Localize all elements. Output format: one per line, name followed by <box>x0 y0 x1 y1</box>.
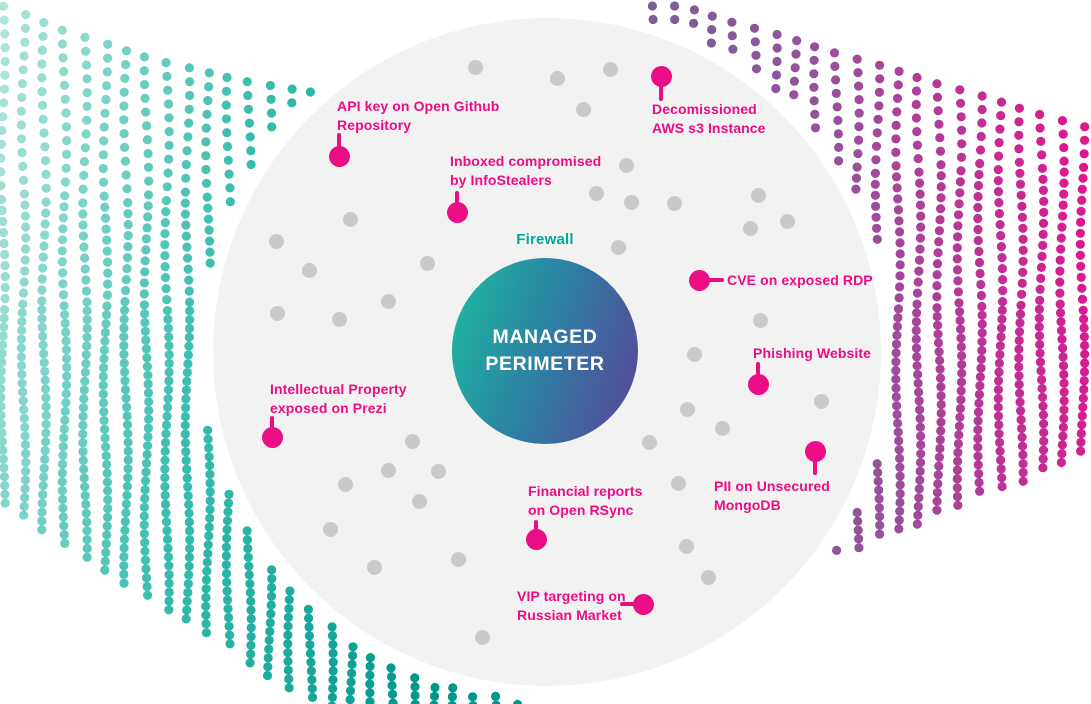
threat-label: Decomissioned AWS s3 Instance <box>652 101 766 136</box>
threat-label: Financial reports on Open RSync <box>528 483 643 518</box>
unmanaged-asset-dot <box>670 475 686 491</box>
unmanaged-asset-dot <box>366 559 382 575</box>
threat-pin-dot <box>446 201 468 223</box>
unmanaged-asset-dot <box>549 70 565 86</box>
threat-pin-dot <box>650 65 672 87</box>
threat-pin-dot <box>328 145 350 167</box>
firewall-label: Firewall <box>516 231 574 248</box>
unmanaged-asset-dot <box>779 213 795 229</box>
threat-pin-stem <box>707 278 724 282</box>
unmanaged-asset-dot <box>714 420 730 436</box>
threat-label: CVE on exposed RDP <box>727 272 873 288</box>
unmanaged-asset-dot <box>575 101 591 117</box>
unmanaged-asset-dot <box>679 401 695 417</box>
threat-label: Phishing Website <box>753 345 872 361</box>
threat-pin-dot <box>804 440 826 462</box>
unmanaged-asset-dot <box>269 305 285 321</box>
unmanaged-asset-dot <box>742 220 758 236</box>
threat-pin-stem <box>455 191 459 205</box>
unmanaged-asset-dot <box>474 629 490 645</box>
unmanaged-asset-dot <box>750 187 766 203</box>
threat-pin-dot <box>261 426 283 448</box>
unmanaged-asset-dot <box>610 239 626 255</box>
unmanaged-asset-dot <box>337 476 353 492</box>
managed-perimeter-circle: MANAGED PERIMETER <box>452 258 638 444</box>
unmanaged-asset-dot <box>623 194 639 210</box>
threat-pin-stem <box>756 362 760 376</box>
threat-pin-dot <box>525 528 547 550</box>
threat-label: PII on Unsecured MongoDB <box>714 478 830 513</box>
managed-perimeter-label: MANAGED PERIMETER <box>485 326 605 375</box>
unmanaged-asset-dot <box>419 255 435 271</box>
unmanaged-asset-dot <box>450 551 466 567</box>
threat-pin-stem <box>337 133 341 149</box>
unmanaged-asset-dot <box>404 433 420 449</box>
unmanaged-asset-dot <box>301 262 317 278</box>
threat-pin-stem <box>813 458 817 475</box>
unmanaged-asset-dot <box>322 521 338 537</box>
unmanaged-asset-dot <box>380 293 396 309</box>
unmanaged-asset-dot <box>331 311 347 327</box>
unmanaged-asset-dot <box>467 59 483 75</box>
threat-pin-stem <box>534 520 538 533</box>
unmanaged-asset-dot <box>588 185 604 201</box>
threat-pin-stem <box>659 84 663 101</box>
threat-pin-dot <box>747 373 769 395</box>
unmanaged-asset-dot <box>700 569 716 585</box>
threat-label: VIP targeting on Russian Market <box>517 588 626 623</box>
threat-pin-stem <box>270 416 274 429</box>
threat-pin-dot <box>632 593 654 615</box>
unmanaged-asset-dot <box>618 157 634 173</box>
unmanaged-asset-dot <box>342 211 358 227</box>
unmanaged-asset-dot <box>678 538 694 554</box>
unmanaged-asset-dot <box>602 61 618 77</box>
unmanaged-asset-dot <box>411 493 427 509</box>
unmanaged-asset-dot <box>813 393 829 409</box>
threat-pin-dot <box>688 269 710 291</box>
unmanaged-asset-dot <box>268 233 284 249</box>
threat-label: Intellectual Property exposed on Prezi <box>270 381 407 416</box>
unmanaged-asset-dot <box>666 195 682 211</box>
unmanaged-asset-dot <box>380 462 396 478</box>
threat-label: Inboxed compromised by InfoStealers <box>450 153 602 188</box>
threat-label: API key on Open Github Repository <box>337 98 500 133</box>
unmanaged-asset-dot <box>752 312 768 328</box>
unmanaged-asset-dot <box>686 346 702 362</box>
unmanaged-asset-dot <box>641 434 657 450</box>
threat-pin-stem <box>620 602 635 606</box>
unmanaged-asset-dot <box>430 463 446 479</box>
